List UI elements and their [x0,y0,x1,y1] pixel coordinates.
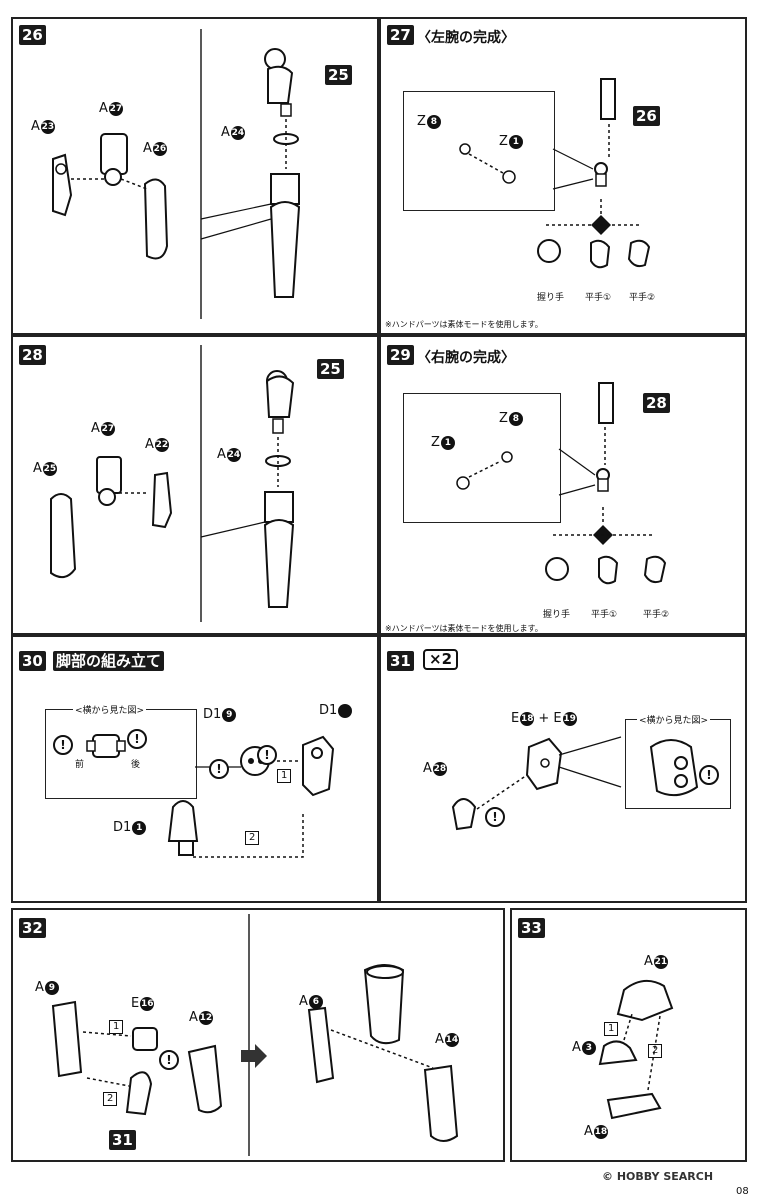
caution-icon: ! [159,1050,179,1070]
hand-label-3: 平手② [629,293,656,303]
callout-26: 26 [633,106,660,126]
step-title: 脚部の組み立て [53,651,165,671]
order-2: 2 [103,1090,118,1106]
step-28-illustration [50,345,295,622]
hand-label-3: 平手② [643,610,670,620]
caution-icon: ! [127,729,147,749]
back-label: 後 [131,760,141,770]
step-number: 33 [518,918,545,938]
inset-title: <横から見た図> [637,713,711,726]
hand-parts-note: ※ハンドパーツは素体モードを使用します。 [385,624,543,633]
step-32-illustration [51,914,459,1156]
caution-icon: ! [699,765,719,785]
caution-icon: ! [485,807,505,827]
order-1: 1 [109,1018,124,1034]
hand-parts-note: ※ハンドパーツは素体モードを使用します。 [385,320,543,329]
step-number: 27 [387,25,414,45]
step-26-illustration [52,29,301,319]
order-1: 1 [604,1020,619,1036]
step-number: 30 [19,651,46,671]
callout-31: 31 [109,1130,136,1150]
hand-label-2: 平手① [591,610,618,620]
caution-icon: ! [53,735,73,755]
step-31-illustration [451,736,699,831]
step-title: 〈右腕の完成〉 [417,350,515,366]
caution-icon: ! [257,745,277,765]
step-number: 26 [19,25,46,45]
multiplier: ×2 [423,649,459,670]
caution-icon: ! [209,759,229,779]
order-1: 1 [277,767,292,783]
hand-label-2: 平手① [585,293,612,303]
callout-25: 25 [325,65,352,85]
hand-label-1: 握り手 [537,293,565,303]
detail-inset [403,91,555,211]
part-label-d14: D1 [319,703,353,718]
hand-label-1: 握り手 [543,610,571,620]
step-number: 29 [387,345,414,365]
page-number: 08 [736,1186,749,1197]
front-label: 前 [75,760,85,770]
order-2: 2 [648,1042,663,1058]
step-title: 〈左腕の完成〉 [417,30,515,46]
inset-title: <横から見た図> [73,703,147,716]
step-33-illustration [598,979,674,1120]
step-27-illustration [459,78,651,269]
detail-inset [403,393,561,523]
callout-28: 28 [643,393,670,413]
order-2: 2 [245,829,260,845]
watermark: © HOBBY SEARCH [602,1170,714,1183]
step-number: 31 [387,651,414,671]
callout-25: 25 [317,359,344,379]
step-number: 32 [19,918,46,938]
step-30-illustration [86,734,335,858]
step-29-illustration [456,382,667,585]
step-number: 28 [19,345,46,365]
